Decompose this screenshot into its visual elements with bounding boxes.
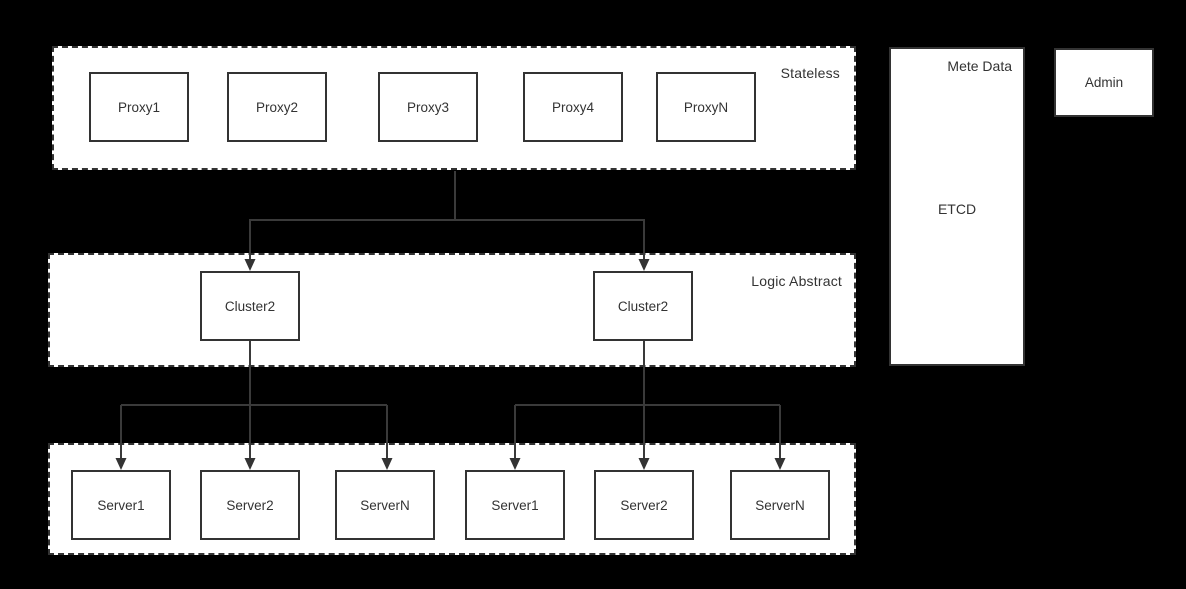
node-server2-right: Server2 — [594, 470, 694, 540]
node-server1-right: Server1 — [465, 470, 565, 540]
group-label-stateless: Stateless — [780, 65, 840, 81]
node-servern-right: ServerN — [730, 470, 830, 540]
node-proxy2: Proxy2 — [227, 72, 327, 142]
node-cluster-left: Cluster2 — [200, 271, 300, 341]
meta-data-box-title: Mete Data — [947, 58, 1012, 74]
etcd-label: ETCD — [937, 201, 977, 217]
node-cluster-right: Cluster2 — [593, 271, 693, 341]
node-admin: Admin — [1054, 48, 1154, 117]
node-proxy1: Proxy1 — [89, 72, 189, 142]
node-server1-left: Server1 — [71, 470, 171, 540]
group-label-logic-abstract: Logic Abstract — [751, 273, 842, 289]
meta-data-box: Mete Data ETCD — [889, 47, 1025, 366]
node-proxyn: ProxyN — [656, 72, 756, 142]
node-servern-left: ServerN — [335, 470, 435, 540]
group-servers — [48, 443, 856, 555]
group-logic-abstract: Logic Abstract — [48, 253, 856, 367]
node-server2-left: Server2 — [200, 470, 300, 540]
node-proxy4: Proxy4 — [523, 72, 623, 142]
node-proxy3: Proxy3 — [378, 72, 478, 142]
